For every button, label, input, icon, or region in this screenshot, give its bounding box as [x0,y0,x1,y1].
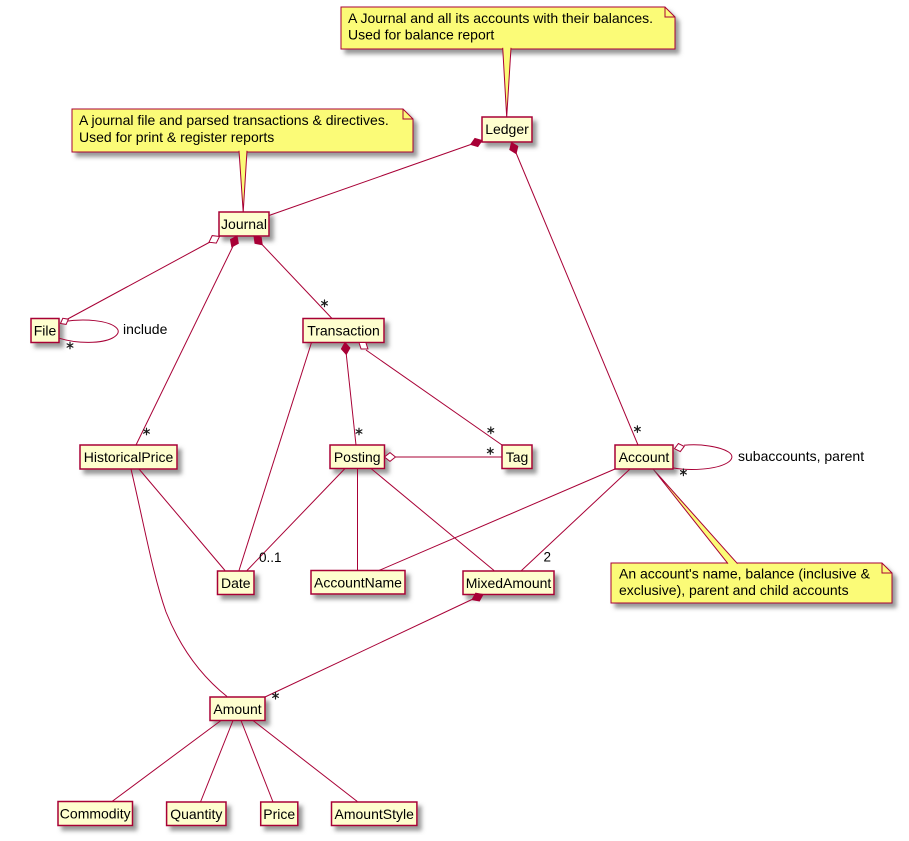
svg-text:AccountName: AccountName [314,575,402,591]
svg-text:2: 2 [544,550,552,565]
svg-text:Ledger: Ledger [485,121,529,137]
svg-text:Account: Account [619,449,670,465]
svg-text:Posting: Posting [334,449,381,465]
svg-text:Journal: Journal [221,216,267,232]
svg-text:Quantity: Quantity [170,806,222,822]
svg-text:0..1: 0..1 [259,550,282,565]
svg-text:include: include [123,321,168,337]
svg-text:Commodity: Commodity [60,806,131,822]
svg-text:Amount: Amount [213,701,261,717]
svg-text:MixedAmount: MixedAmount [466,575,552,591]
svg-text:Used for balance report: Used for balance report [348,27,494,43]
svg-text:subaccounts, parent: subaccounts, parent [738,448,864,464]
svg-text:HistoricalPrice: HistoricalPrice [84,449,174,465]
svg-text:Used for print & register repo: Used for print & register reports [79,129,274,145]
svg-text:A journal file and parsed tran: A journal file and parsed transactions &… [79,112,389,128]
svg-text:Date: Date [221,575,251,591]
svg-text:File: File [34,323,57,339]
svg-text:AmountStyle: AmountStyle [335,806,415,822]
svg-text:A Journal and all its accounts: A Journal and all its accounts with thei… [348,10,653,26]
svg-text:An account's name, balance (in: An account's name, balance (inclusive & [619,566,871,582]
svg-text:exclusive), parent and child a: exclusive), parent and child accounts [619,582,849,598]
svg-text:Transaction: Transaction [307,323,380,339]
svg-text:Tag: Tag [506,449,529,465]
svg-text:Price: Price [263,806,295,822]
